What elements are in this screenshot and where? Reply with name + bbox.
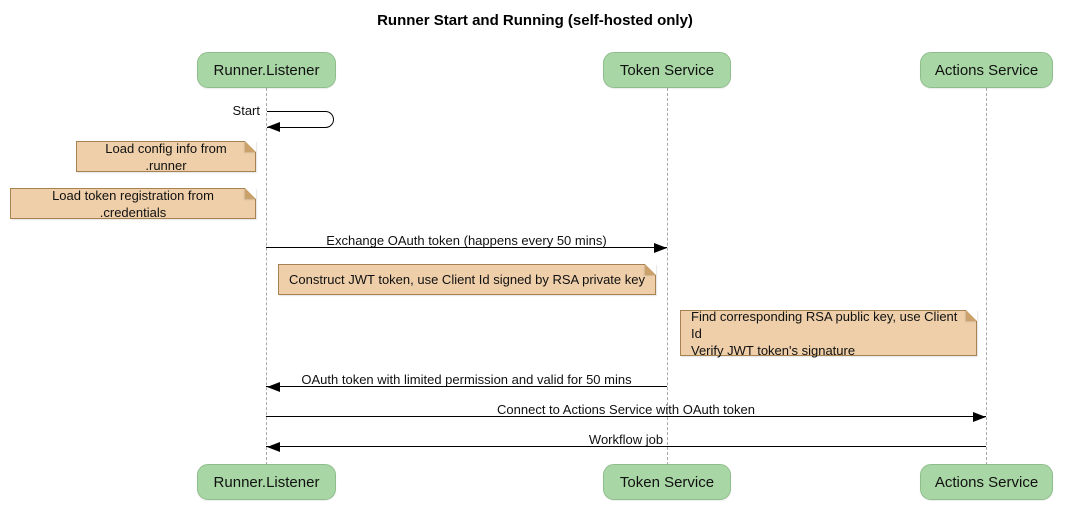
note-fold-corner-icon (966, 310, 977, 321)
message-exchange-oauth-line (266, 247, 667, 248)
participant-label: Token Service (619, 61, 715, 79)
message-workflow-job-label: Workflow job (588, 432, 664, 447)
message-start-self-loop (267, 111, 334, 128)
participant-actions-service-bottom: Actions Service (920, 464, 1053, 500)
participant-label: Token Service (619, 473, 715, 491)
arrow-left-icon (267, 122, 280, 132)
participant-label: Actions Service (934, 473, 1039, 491)
note-load-token-registration: Load token registration from .credential… (10, 187, 256, 220)
message-start-label: Start (232, 103, 260, 118)
participant-label: Runner.Listener (213, 61, 320, 79)
participant-label: Runner.Listener (213, 473, 320, 491)
lifeline-token-service (667, 88, 668, 465)
message-oauth-token-returned-line (266, 386, 667, 387)
lifeline-runner-listener (266, 88, 267, 465)
message-workflow-job-line (266, 446, 986, 447)
arrow-left-icon (267, 382, 280, 392)
note-fold-corner-icon (245, 188, 256, 199)
note-text: Load config info from .runner (105, 140, 227, 173)
note-verify-jwt: Find corresponding RSA public key, use C… (680, 308, 977, 358)
participant-actions-service-top: Actions Service (920, 52, 1053, 88)
participant-runner-listener-bottom: Runner.Listener (197, 464, 336, 500)
arrow-right-icon (654, 243, 667, 253)
message-oauth-token-returned-label: OAuth token with limited permission and … (301, 372, 632, 387)
note-text: Load token registration from .credential… (52, 187, 214, 220)
arrow-left-icon (267, 442, 280, 452)
arrow-right-icon (973, 412, 986, 422)
note-text: Construct JWT token, use Client Id signe… (289, 272, 645, 287)
message-exchange-oauth-label: Exchange OAuth token (happens every 50 m… (326, 233, 607, 248)
participant-runner-listener-top: Runner.Listener (197, 52, 336, 88)
message-connect-actions-line (266, 416, 986, 417)
participant-token-service-bottom: Token Service (603, 464, 731, 500)
note-fold-corner-icon (245, 141, 256, 152)
note-text-line-2: Verify JWT token's signature (691, 342, 856, 358)
lifeline-actions-service (986, 88, 987, 465)
participant-label: Actions Service (934, 61, 1039, 79)
note-text-line-1: Find corresponding RSA public key, use C… (691, 308, 958, 341)
diagram-title: Runner Start and Running (self-hosted on… (377, 12, 693, 29)
note-fold-corner-icon (645, 264, 656, 275)
message-connect-actions-label: Connect to Actions Service with OAuth to… (497, 402, 755, 417)
note-load-config: Load config info from .runner (76, 140, 256, 173)
note-construct-jwt: Construct JWT token, use Client Id signe… (278, 264, 656, 295)
participant-token-service-top: Token Service (603, 52, 731, 88)
